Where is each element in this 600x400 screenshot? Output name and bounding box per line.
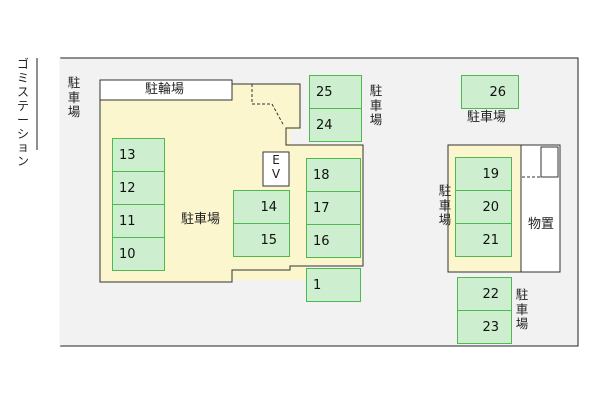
space-number: 18: [313, 167, 330, 183]
parking-space-16[interactable]: 16: [306, 224, 361, 258]
parking-label-left: 駐 車 場: [66, 75, 82, 120]
parking-space-12[interactable]: 12: [112, 171, 165, 205]
parking-char: 車: [369, 97, 383, 113]
space-number: 26: [489, 84, 506, 100]
storage-inner-box: [540, 146, 559, 178]
space-number: 21: [482, 232, 499, 248]
space-number: 19: [482, 166, 499, 182]
space-number: 23: [482, 319, 499, 335]
parking-space-20[interactable]: 20: [455, 190, 512, 224]
parking-space-19[interactable]: 19: [455, 157, 512, 191]
parking-label-right-building: 駐 車 場: [437, 183, 453, 228]
parking-char: 駐: [515, 287, 529, 302]
parking-space-24[interactable]: 24: [309, 108, 362, 142]
space-number: 15: [260, 232, 277, 248]
space-number: 16: [313, 233, 330, 249]
space-number: 11: [119, 213, 136, 229]
parking-space-17[interactable]: 17: [306, 191, 361, 225]
parking-char: 車: [515, 301, 529, 317]
garbage-char: ゴ: [16, 57, 29, 71]
storage-label: 物置: [528, 217, 555, 232]
space-number: 13: [119, 147, 136, 163]
parking-space-1[interactable]: 1: [306, 268, 361, 302]
garbage-char: テ: [16, 98, 29, 113]
parking-label-top-center: 駐 車 場: [368, 83, 384, 128]
garbage-char: ス: [16, 84, 29, 99]
garbage-char: ミ: [16, 70, 29, 85]
parking-label-main: 駐車場: [181, 212, 221, 227]
space-number: 10: [119, 246, 136, 262]
parking-space-21[interactable]: 21: [455, 223, 512, 257]
parking-char: 車: [67, 89, 81, 105]
space-number: 14: [260, 199, 277, 215]
parking-char: 車: [438, 197, 452, 213]
ev-box: [262, 151, 290, 187]
space-number: 1: [313, 277, 322, 293]
parking-space-26[interactable]: 26: [461, 75, 519, 109]
ev-label: E V: [268, 153, 284, 182]
bicycle-parking-box: [99, 79, 233, 101]
parking-char: 駐: [67, 75, 81, 90]
parking-label-top-right: 駐車場: [467, 110, 507, 125]
garbage-char: ョ: [16, 140, 29, 155]
parking-space-22[interactable]: 22: [457, 277, 512, 311]
parking-space-11[interactable]: 11: [112, 204, 165, 238]
parking-char: 駐: [369, 83, 383, 98]
parking-space-23[interactable]: 23: [457, 310, 512, 344]
parking-space-18[interactable]: 18: [306, 158, 361, 192]
parking-char: 場: [515, 316, 529, 331]
ev-char: V: [271, 166, 281, 181]
parking-space-25[interactable]: 25: [309, 75, 362, 109]
parking-char: 場: [438, 212, 452, 227]
garbage-station-label: ゴ ミ ス テ ー シ ョ ン: [14, 57, 32, 169]
garbage-char: シ: [16, 126, 29, 141]
space-number: 20: [482, 199, 499, 215]
parking-label-bottom-right: 駐 車 場: [514, 287, 530, 332]
space-number: 25: [316, 84, 333, 100]
bicycle-parking-label: 駐輪場: [145, 82, 185, 97]
parking-char: 駐: [438, 183, 452, 198]
parking-space-13[interactable]: 13: [112, 138, 165, 172]
dashed-outline: [251, 84, 285, 127]
garbage-char: ン: [16, 154, 29, 169]
parking-char: 場: [369, 112, 383, 127]
parking-char: 場: [67, 104, 81, 119]
space-number: 24: [316, 117, 333, 133]
space-number: 22: [482, 286, 499, 302]
parking-space-15[interactable]: 15: [233, 223, 290, 257]
space-number: 17: [313, 200, 330, 216]
space-number: 12: [119, 180, 136, 196]
main-building-body: [99, 83, 364, 283]
parking-space-14[interactable]: 14: [233, 190, 290, 224]
ev-char: E: [272, 153, 280, 167]
parking-space-10[interactable]: 10: [112, 237, 165, 271]
garbage-char: ー: [16, 112, 29, 127]
